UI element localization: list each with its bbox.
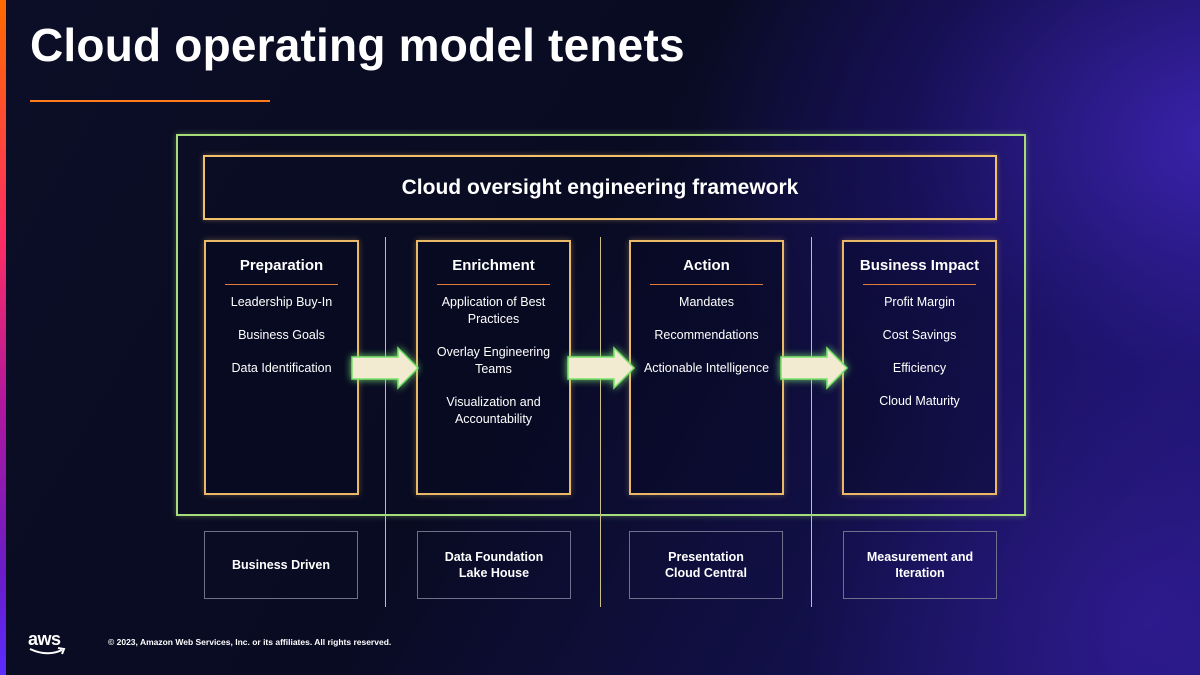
stage-item: Leadership Buy-In	[230, 295, 333, 309]
framework-title: Cloud oversight engineering framework	[401, 175, 799, 199]
framework-outer-frame	[176, 134, 1026, 516]
stage-title: Action	[683, 257, 730, 274]
stage-title-rule	[437, 284, 550, 285]
foundation-label: Business Driven	[232, 558, 330, 572]
stage-item: Business Goals	[238, 328, 325, 342]
foundation-data-lake-house: Data Foundation Lake House	[417, 531, 571, 599]
slide-title: Cloud operating model tenets	[30, 19, 685, 71]
copyright-text: © 2023, Amazon Web Services, Inc. or its…	[108, 637, 392, 647]
column-divider	[600, 237, 601, 607]
stage-item: Profit Margin	[884, 295, 955, 309]
stage-item: Application of Best Practices	[441, 295, 546, 326]
stage-item: Efficiency	[892, 361, 947, 375]
foundation-presentation: Presentation Cloud Central	[629, 531, 783, 599]
stage-title-rule	[863, 284, 976, 285]
stage-item: Visualization and Accountability	[446, 395, 541, 426]
aws-logo-icon: aws	[28, 630, 68, 658]
stage-item: Recommendations	[654, 328, 759, 342]
foundation-label: Presentation Cloud Central	[665, 550, 747, 580]
arrow-right-icon	[779, 346, 849, 390]
left-accent-bar	[0, 0, 6, 675]
stage-business-impact: Business Impact Profit Margin Cost Savin…	[842, 240, 997, 495]
stage-enrichment: Enrichment Application of Best Practices…	[416, 240, 571, 495]
stage-item-list: Application of Best Practices Overlay En…	[418, 294, 569, 428]
stage-item: Overlay Engineering Teams	[436, 345, 551, 376]
column-divider	[385, 237, 386, 607]
arrow-right-icon	[350, 346, 420, 390]
stage-action: Action Mandates Recommendations Actionab…	[629, 240, 784, 495]
arrow-right-icon	[566, 346, 636, 390]
title-underline	[30, 100, 270, 102]
stage-item-list: Mandates Recommendations Actionable Inte…	[631, 294, 782, 377]
stage-preparation: Preparation Leadership Buy-In Business G…	[204, 240, 359, 495]
stage-item: Data Identification	[231, 361, 332, 375]
stage-title: Enrichment	[452, 257, 535, 274]
stage-item: Actionable Intelligence	[643, 361, 770, 375]
column-divider	[811, 237, 812, 607]
foundation-measurement: Measurement and Iteration	[843, 531, 997, 599]
stage-item: Cloud Maturity	[879, 394, 960, 408]
aws-logo-text: aws	[28, 629, 61, 649]
stage-title: Business Impact	[859, 257, 980, 274]
stage-item-list: Profit Margin Cost Savings Efficiency Cl…	[844, 294, 995, 410]
stage-item: Cost Savings	[882, 328, 957, 342]
stage-title: Preparation	[239, 257, 324, 274]
framework-title-box: Cloud oversight engineering framework	[203, 155, 997, 220]
stage-title-rule	[650, 284, 763, 285]
stage-item-list: Leadership Buy-In Business Goals Data Id…	[206, 294, 357, 377]
foundation-label: Data Foundation Lake House	[444, 550, 544, 580]
aws-smile-icon	[29, 647, 66, 655]
foundation-business-driven: Business Driven	[204, 531, 358, 599]
foundation-label: Measurement and Iteration	[866, 550, 974, 580]
stage-title-rule	[225, 284, 338, 285]
stage-item: Mandates	[679, 295, 734, 309]
